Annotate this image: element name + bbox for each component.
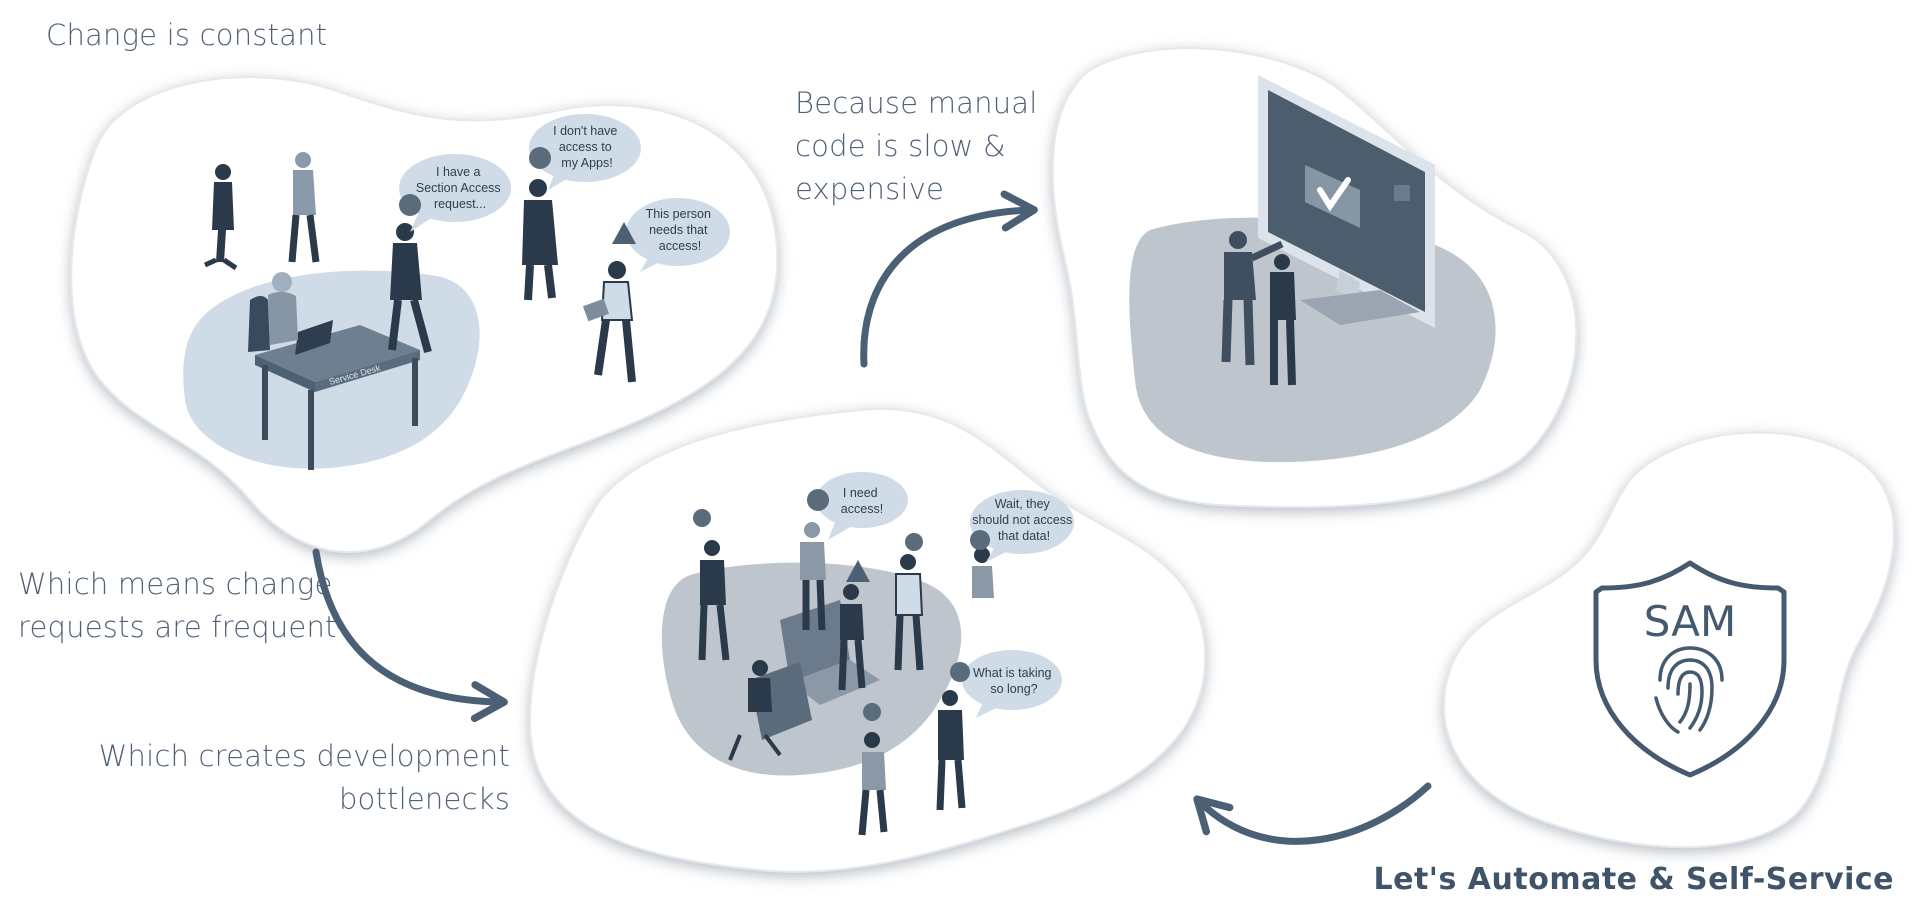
person-woman [582,261,636,383]
bubble-line: Wait, they should not access that data! [972,497,1076,543]
scene-monitor [1051,47,1578,509]
service-desk: Service Desk [255,320,420,470]
caption-line: requests are frequent [18,610,337,644]
arrow-to-bottleneck-from-sam [1193,782,1432,845]
fingerprint-icon [1654,646,1724,734]
arrow-to-bottleneck [312,548,508,723]
caption-bottlenecks: Which creates development bottlenecks [99,735,510,821]
caption-line: Which creates development [98,739,510,773]
speech-bubble: What is taking so long? [950,650,1062,718]
blob-frame [1443,431,1895,849]
speech-bubble: I don't have access to my Apps! [529,114,641,190]
caption-line: expensive [795,172,945,206]
denied-icon [970,530,990,550]
speech-bubble: I have a Section Access request... [399,154,511,232]
bubble-line: What is taking so long? [973,666,1055,696]
caption-change-constant: Change is constant [46,18,328,52]
person-seated [728,660,782,761]
bubble-line: I need access! [841,486,883,516]
arrow-to-monitor [860,190,1038,368]
caption-line: Because manual [795,86,1038,120]
bubble-line: I don't have access to my Apps! [553,124,621,170]
check-shield-icon [399,194,421,216]
denied-icon [529,147,551,169]
warning-icon [612,222,636,244]
scene-bottleneck: I need access! Wait, they should not acc… [529,407,1207,873]
speech-bubble: This person needs that access! [612,198,730,272]
caption-line: bottlenecks [338,782,510,816]
person-standing [1270,254,1296,386]
person-group [698,522,994,836]
denied-icon [693,509,711,527]
speech-bubble: I need access! [807,472,908,540]
denied-icon [905,533,923,551]
denied-icon [950,662,970,682]
monitor [1258,75,1435,328]
person-seated-agent [248,272,298,352]
denied-icon [863,703,881,721]
shield-label: SAM [1644,597,1736,646]
person-walking [203,164,238,271]
bubble-line: This person needs that access! [646,207,715,253]
speech-bubble: Wait, they should not access that data! [970,490,1076,562]
caption-line: Which means change [18,567,333,601]
lock-icon [1394,185,1410,201]
check-shield-icon [807,489,829,511]
person-suited [388,223,432,354]
caption-manual-code: Because manual code is slow & expensive [795,82,1038,211]
caption-requests-frequent: Which means change requests are frequent [18,563,337,649]
person-suited [522,179,558,301]
shield-icon: SAM [1593,560,1787,778]
cta-automate: Let's Automate & Self-Service [1373,862,1894,897]
bubble-line: I have a Section Access request... [416,165,504,211]
scene-service-desk: Service Desk [70,76,779,554]
scene-sam: SAM [1443,431,1895,849]
caption-line: code is slow & [795,129,1006,163]
warning-icon [846,560,870,582]
person-walking [288,152,320,263]
person-pointing [1221,231,1284,366]
